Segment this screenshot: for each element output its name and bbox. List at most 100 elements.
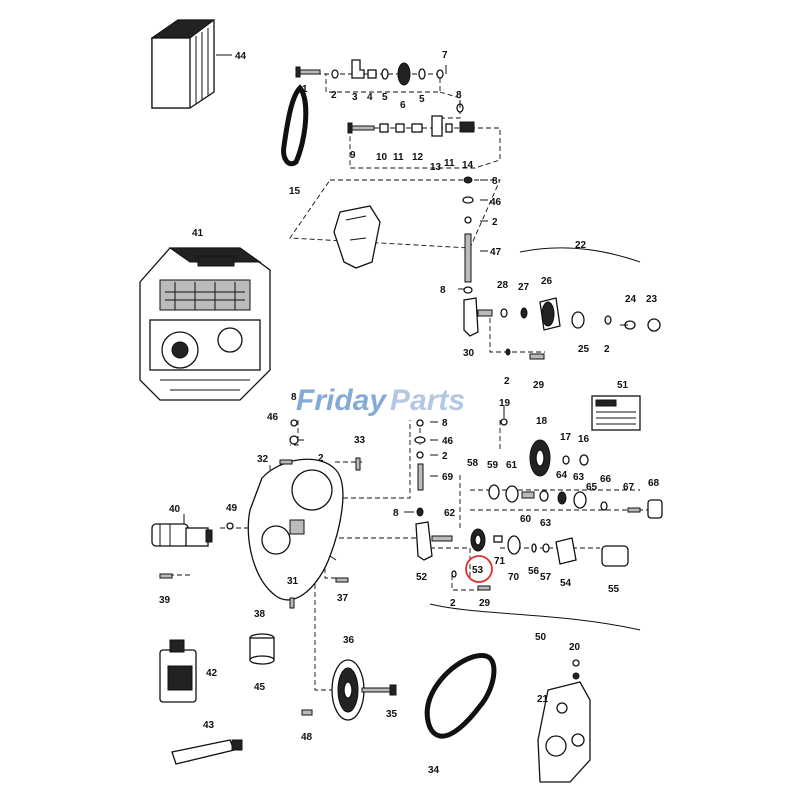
callout-label: 8: [393, 508, 399, 519]
callout-label: 36: [343, 635, 355, 646]
callout-label: 32: [257, 454, 269, 465]
callout-label: 10: [376, 152, 388, 163]
callout-label: 25: [578, 344, 590, 355]
callout-label: 66: [600, 474, 612, 485]
callout-label: 8: [291, 392, 297, 403]
callout-label: 20: [569, 642, 581, 653]
callout-label: 21: [537, 694, 549, 705]
callout-labels: 1 2 3 4 5 6 5 7 8 9 10 11 12 13 11 14 15…: [159, 50, 660, 776]
cover-plate: [537, 659, 591, 783]
callout-label: 2: [318, 453, 324, 464]
callout-label: 9: [350, 150, 356, 161]
callout-label: 15: [289, 186, 301, 197]
mounting-bracket: [333, 205, 381, 269]
callout-label: 46: [490, 197, 502, 208]
idler-arm: [463, 297, 661, 360]
callout-label: 4: [367, 92, 373, 103]
tensioner-assembly: [415, 521, 629, 591]
callout-label: 46: [442, 436, 454, 447]
callout-label: 43: [203, 720, 215, 731]
callout-label: 31: [287, 576, 299, 587]
callout-label: 11: [393, 152, 404, 163]
callout-label: 53: [472, 565, 484, 576]
top-bolt-row: [295, 59, 444, 86]
callout-label: 24: [625, 294, 637, 305]
callout-label: 68: [648, 478, 660, 489]
callout-label: 23: [646, 294, 658, 305]
callout-label: 27: [518, 282, 530, 293]
callout-label: 17: [560, 432, 572, 443]
callout-label: 3: [352, 92, 358, 103]
callout-label: 67: [623, 482, 635, 493]
callout-label: 8: [492, 176, 498, 187]
callout-label: 56: [528, 566, 540, 577]
callout-label: 57: [540, 572, 552, 583]
callout-label: 58: [467, 458, 479, 469]
callout-label: 46: [267, 412, 279, 423]
callout-label: 26: [541, 276, 553, 287]
timing-cover: [247, 458, 344, 601]
callout-label: 51: [617, 380, 629, 391]
svg-text:Friday: Friday: [296, 384, 387, 417]
callout-label: 5: [419, 94, 425, 105]
callout-label: 69: [442, 472, 454, 483]
callout-label: 2: [450, 598, 456, 609]
callout-label: 30: [463, 348, 475, 359]
small-hardware: [159, 418, 508, 609]
callout-label: 19: [499, 398, 511, 409]
callout-label: 35: [386, 709, 398, 720]
callout-label: 54: [560, 578, 572, 589]
callout-label: 61: [506, 460, 518, 471]
filter-canister: [249, 633, 275, 665]
serpentine-belt: [424, 653, 497, 739]
starter-motor: [151, 523, 213, 547]
callout-label: 42: [206, 668, 218, 679]
oil-bottle: [159, 639, 197, 703]
small-drive-belt: [281, 84, 309, 167]
callout-label: 70: [508, 572, 520, 583]
callout-label: 13: [430, 162, 442, 173]
callout-label: 6: [400, 100, 406, 111]
highlight-circle: [465, 555, 493, 583]
callout-label: 5: [382, 92, 388, 103]
callout-label: 64: [556, 470, 568, 481]
callout-label: 2: [604, 344, 610, 355]
callout-label: 29: [533, 380, 545, 391]
callout-label: 11: [444, 158, 455, 169]
callout-label: 49: [226, 503, 238, 514]
engine: [139, 247, 271, 401]
stud-column: [462, 176, 474, 294]
callout-label: 28: [497, 280, 509, 291]
callout-label: 39: [159, 595, 171, 606]
callout-label: 2: [504, 376, 510, 387]
callout-label: 22: [575, 240, 587, 251]
second-bolt-row: [347, 103, 475, 137]
leader-lines: [183, 54, 628, 524]
callout-label: 8: [440, 285, 446, 296]
callout-label: 34: [428, 765, 440, 776]
warning-decal: [591, 395, 641, 431]
callout-label: 45: [254, 682, 266, 693]
callout-label: 8: [456, 90, 462, 101]
callout-label: 71: [494, 556, 506, 567]
callout-label: 48: [301, 732, 313, 743]
callout-label: 41: [192, 228, 204, 239]
watermark-logo: Friday Parts: [296, 384, 465, 417]
callout-label: 29: [479, 598, 491, 609]
callout-label: 16: [578, 434, 590, 445]
bracket-lines: [429, 247, 641, 631]
sealant-tube: [171, 739, 243, 765]
svg-text:Parts: Parts: [390, 384, 465, 417]
callout-label: 2: [442, 451, 448, 462]
callout-label: 1: [302, 84, 308, 95]
callout-label: 62: [444, 508, 456, 519]
crankshaft-pulley: [301, 659, 397, 721]
callout-label: 63: [573, 472, 585, 483]
callout-label: 40: [169, 504, 181, 515]
callout-label: 50: [535, 632, 547, 643]
callout-label: 12: [412, 152, 424, 163]
callout-label: 2: [492, 217, 498, 228]
callout-label: 14: [462, 160, 474, 171]
callout-label: 37: [337, 593, 349, 604]
